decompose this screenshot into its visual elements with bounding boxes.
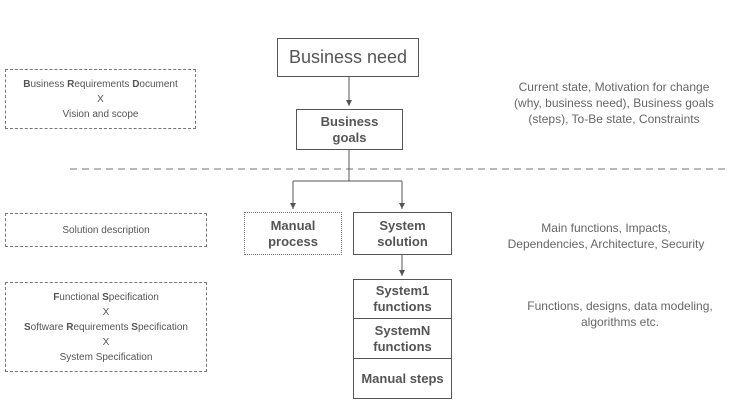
system-spec-title: System Specification — [59, 351, 153, 363]
brd-document-box: Business Requirements Document X Vision … — [5, 69, 196, 129]
manual-process-label-1: Manual — [270, 217, 316, 233]
spec-separator-2: X — [102, 336, 110, 348]
solution-description-title: Solution description — [62, 224, 150, 236]
system-solution-box: System solution — [353, 212, 452, 255]
system-solution-label-1: System — [379, 217, 426, 233]
vision-scope-title: Vision and scope — [62, 108, 139, 120]
manual-steps-label: Manual steps — [361, 371, 444, 386]
manual-process-box: Manual process — [244, 212, 342, 255]
system1-label-2: functions — [373, 299, 432, 314]
solution-description-box: Solution description — [5, 213, 207, 247]
functional-spec-title: Functional Specification — [53, 291, 159, 303]
system-solution-label-2: solution — [377, 233, 428, 249]
functions-note: Functions, designs, data modeling, algor… — [527, 299, 713, 329]
systemn-functions-box: SystemN functions — [353, 318, 452, 359]
business-goals-label-2: goals — [332, 129, 367, 145]
systemn-label-1: SystemN — [374, 322, 431, 338]
specifications-box: Functional Specification X Software Requ… — [5, 282, 207, 372]
business-need-label: Business need — [288, 47, 408, 67]
brd-separator: X — [97, 93, 104, 105]
systemn-label-2: functions — [373, 338, 432, 354]
manual-steps-box: Manual steps — [353, 358, 452, 399]
srs-title: Software Requirements Specification — [24, 321, 188, 333]
solution-note: Main functions, Impacts, Dependencies, A… — [507, 221, 705, 251]
system1-label-1: System1 — [375, 283, 430, 298]
business-note: Current state, Motivation for change (wh… — [514, 80, 714, 126]
business-goals-box: Business goals — [296, 109, 403, 150]
brd-title: Business Requirements Document — [23, 78, 178, 90]
business-need-box: Business need — [277, 38, 419, 77]
spec-separator-1: X — [102, 306, 110, 318]
business-goals-label-1: Business — [320, 113, 379, 129]
system1-functions-box: System1 functions — [353, 279, 452, 319]
manual-process-label-2: process — [268, 233, 318, 249]
